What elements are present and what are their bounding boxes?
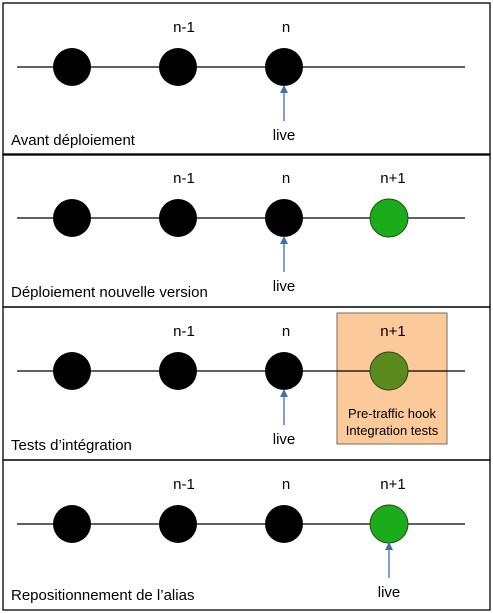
version-node-current	[265, 48, 303, 86]
label-next-version: n+1	[380, 476, 405, 493]
label-current-version: n	[282, 19, 290, 36]
version-node-prev	[159, 352, 197, 390]
version-node-old	[53, 199, 91, 237]
version-node-old	[53, 48, 91, 86]
panel-border	[2, 2, 491, 156]
live-alias-label: live	[273, 431, 296, 448]
panel-2: n-1 n n+1 live Déploiement nouvelle version	[2, 153, 491, 308]
version-node-prev	[159, 48, 197, 86]
label-next-version: n+1	[380, 170, 405, 187]
version-node-old	[53, 352, 91, 390]
panel-caption: Tests d’intégration	[11, 437, 132, 454]
version-node-next	[369, 504, 409, 544]
label-prev-version: n-1	[173, 323, 195, 340]
version-node-next	[369, 198, 409, 238]
version-node-prev	[159, 199, 197, 237]
label-prev-version: n-1	[173, 19, 195, 36]
live-alias-label: live	[273, 127, 296, 144]
panel-1: n-1 n live Avant déploiement	[2, 2, 491, 156]
label-next-version: n+1	[380, 323, 405, 340]
panel-4: n-1 n n+1 live Repositionnement de l’alias	[2, 459, 491, 611]
version-node-current	[265, 505, 303, 543]
version-node-old	[53, 505, 91, 543]
live-alias-label: live	[273, 278, 296, 295]
version-node-next	[369, 351, 409, 391]
version-node-prev	[159, 505, 197, 543]
panel-caption: Déploiement nouvelle version	[11, 284, 208, 301]
label-current-version: n	[282, 476, 290, 493]
hook-subtitle: Integration tests	[346, 423, 439, 438]
panel-border	[2, 459, 491, 611]
panel-caption: Repositionnement de l’alias	[11, 587, 194, 604]
live-alias-label: live	[378, 584, 401, 601]
label-prev-version: n-1	[173, 170, 195, 187]
hook-title: Pre-traffic hook	[348, 406, 436, 421]
version-node-current	[265, 199, 303, 237]
label-prev-version: n-1	[173, 476, 195, 493]
label-current-version: n	[282, 323, 290, 340]
label-current-version: n	[282, 170, 290, 187]
version-node-current	[265, 352, 303, 390]
panel-caption: Avant déploiement	[11, 132, 136, 149]
